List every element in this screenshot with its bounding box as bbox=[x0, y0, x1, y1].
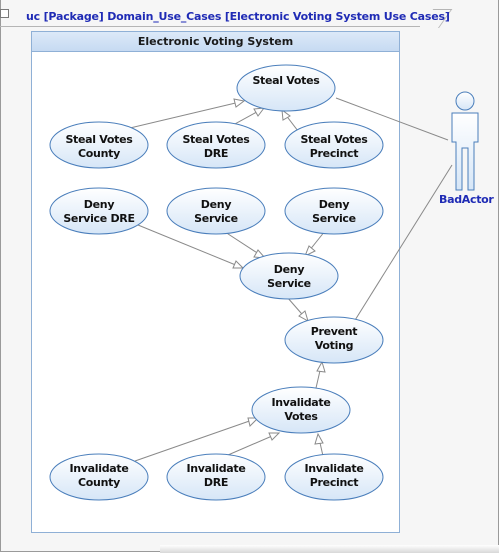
uc-deny-service-a[interactable] bbox=[166, 187, 266, 235]
uc-invalidate-votes[interactable] bbox=[251, 386, 351, 434]
relationship-lines bbox=[129, 97, 453, 462]
uc-deny-service-b[interactable] bbox=[284, 187, 384, 235]
uc-steal-votes-dre[interactable] bbox=[166, 121, 266, 169]
use-case-ellipses bbox=[49, 64, 384, 501]
uc-invalidate-precinct[interactable] bbox=[284, 453, 384, 501]
system-boundary[interactable]: Electronic Voting System bbox=[31, 31, 400, 533]
uc-steal-votes-county[interactable] bbox=[49, 121, 149, 169]
bottom-scroll-shadow bbox=[160, 545, 499, 553]
actor-name: BadActor bbox=[439, 193, 494, 206]
actor-figure[interactable] bbox=[451, 91, 479, 191]
frame-collapse-box[interactable] bbox=[0, 9, 9, 18]
system-boundary-title: Electronic Voting System bbox=[32, 32, 399, 52]
uc-deny-service-dre[interactable] bbox=[49, 187, 149, 235]
uc-invalidate-county[interactable] bbox=[49, 453, 149, 501]
uc-label-steal-votes: Steal Votes bbox=[252, 74, 320, 87]
uc-deny-service[interactable] bbox=[239, 252, 339, 300]
uc-steal-votes-precinct[interactable] bbox=[284, 121, 384, 169]
uc-invalidate-dre[interactable] bbox=[166, 453, 266, 501]
frame-title: uc [Package] Domain_Use_Cases [Electroni… bbox=[26, 10, 450, 23]
frame-title-rule bbox=[0, 26, 420, 27]
uc-prevent-voting[interactable] bbox=[284, 316, 384, 364]
uc-steal-votes[interactable] bbox=[236, 64, 336, 112]
